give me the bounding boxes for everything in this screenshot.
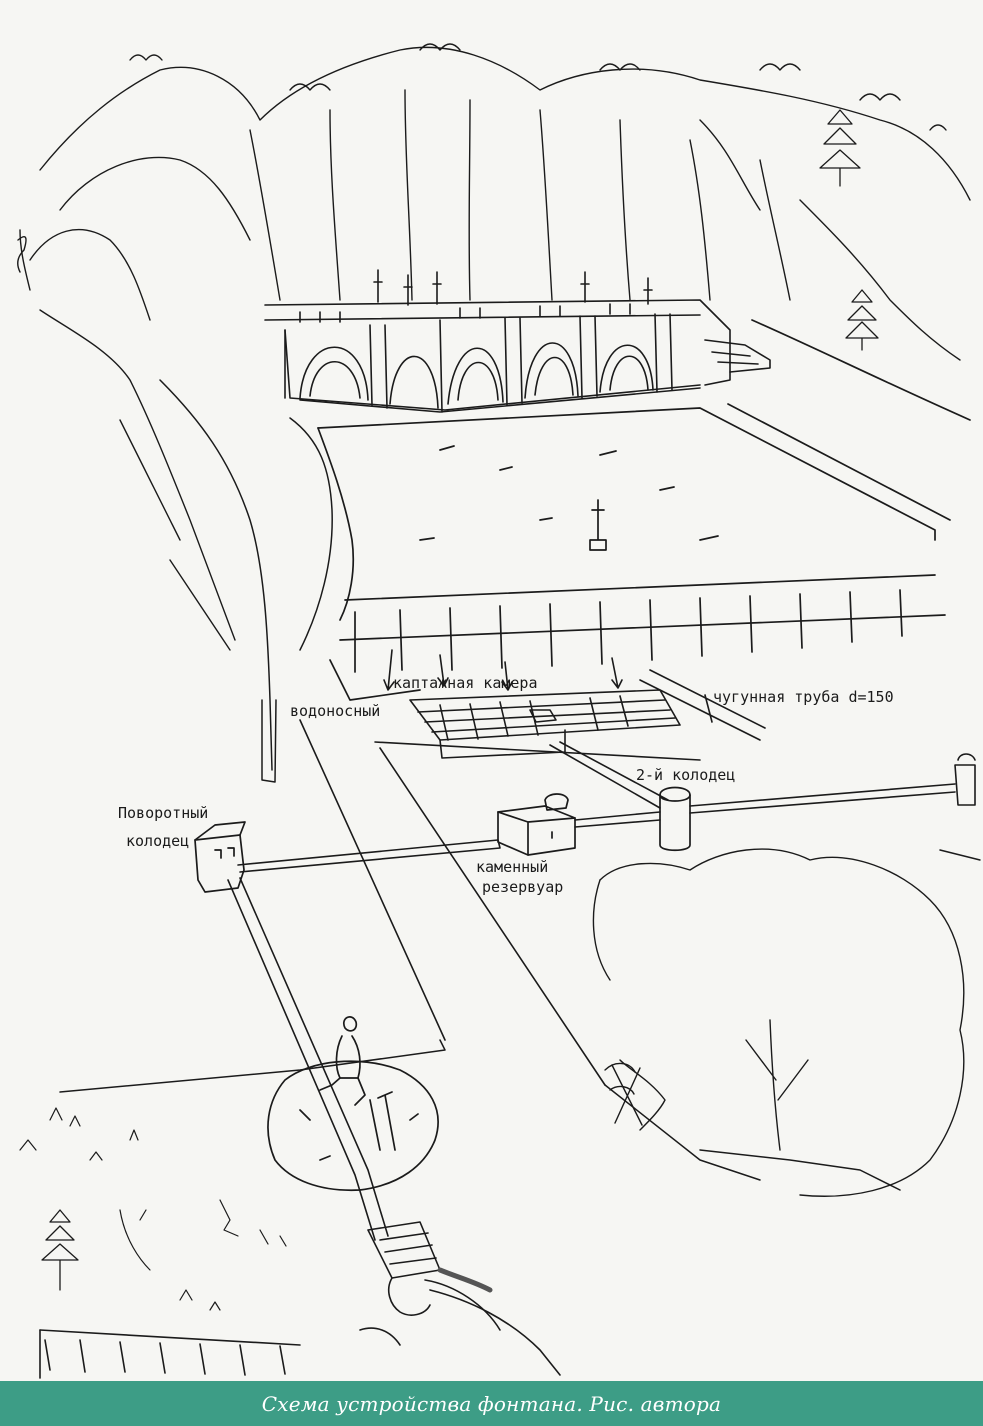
fountain-sketch: Поворотный колодец каптажная камера чугу… <box>17 43 981 1379</box>
arcade-wall <box>264 269 771 413</box>
stone-reservoir <box>497 793 576 856</box>
label-inlet: водоносный <box>290 702 380 720</box>
caption-bar: Схема устройства фонтана. Рис. автора <box>0 1381 983 1426</box>
label-fountain-chamber: каптажная камера <box>393 674 538 692</box>
label-stone-reservoir-line2: резервуар <box>482 878 563 896</box>
bush-right <box>592 848 965 1197</box>
captation-chamber <box>383 649 766 759</box>
second-well <box>659 786 691 852</box>
turning-well <box>194 821 246 893</box>
label-well-2: 2-й колодец <box>636 766 735 784</box>
figure-caption: Схема устройства фонтана. Рис. автора <box>261 1391 722 1416</box>
forest-background <box>17 43 971 651</box>
rock-sculpture <box>267 1016 439 1192</box>
label-cast-iron-pipe: чугунная труба d=150 <box>713 688 894 706</box>
garden-paths <box>59 379 981 1191</box>
label-turning-well-line2: колодец <box>126 832 189 850</box>
pipe-network <box>227 719 976 1241</box>
label-stone-reservoir-line1: каменный <box>476 858 548 876</box>
outlet-stream <box>39 1221 561 1379</box>
fountain-pond <box>317 319 971 701</box>
conifer-trees <box>41 109 879 1291</box>
label-turning-well-line1: Поворотный <box>118 804 208 822</box>
grass-scribbles <box>19 1107 287 1311</box>
